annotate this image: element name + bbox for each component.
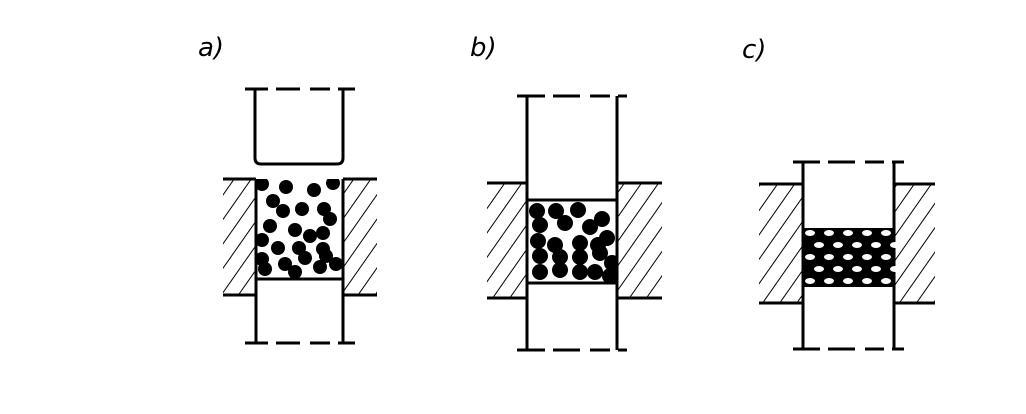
- powder-particle: [313, 260, 327, 274]
- upper-punch: [253, 89, 345, 166]
- die-edges: [223, 177, 377, 297]
- pore: [852, 242, 862, 248]
- pore: [824, 230, 834, 236]
- powder-particle: [547, 237, 563, 253]
- pore: [862, 278, 872, 284]
- powder-particle: [582, 219, 598, 235]
- powder-particle: [266, 194, 280, 208]
- powder-particle: [307, 183, 321, 197]
- powder-particle: [529, 203, 545, 219]
- powder-particle: [552, 262, 568, 278]
- powder-particle: [548, 203, 564, 219]
- die-right-hatch: [617, 183, 662, 298]
- die-right-hatch: [343, 179, 377, 295]
- pore: [843, 254, 853, 260]
- pore: [814, 242, 824, 248]
- powder-particle: [592, 245, 608, 261]
- panel-label-b: b): [470, 33, 497, 63]
- powder-particle: [532, 217, 548, 233]
- pore: [881, 254, 891, 260]
- panel-label-a: a): [198, 33, 224, 63]
- panel-a: [223, 87, 377, 345]
- pore: [833, 266, 843, 272]
- pore: [862, 230, 872, 236]
- powder-particle: [552, 249, 568, 265]
- powder-particle: [288, 223, 302, 237]
- powder-particle: [329, 257, 343, 271]
- powder-particle: [587, 264, 603, 280]
- pore: [890, 266, 900, 272]
- powder-particle: [530, 233, 546, 249]
- pore: [814, 266, 824, 272]
- powder-particle: [572, 249, 588, 265]
- powder-particles-packed: [529, 202, 617, 283]
- powder-particle: [256, 233, 269, 247]
- powder-particle: [602, 268, 617, 283]
- powder-particle: [572, 264, 588, 280]
- die-left-hatch: [487, 183, 527, 298]
- compact-pores: [805, 230, 900, 284]
- die-edges: [487, 181, 662, 300]
- pore: [862, 254, 872, 260]
- powder-particle: [594, 211, 610, 227]
- powder-particle: [258, 262, 272, 276]
- pore: [881, 278, 891, 284]
- pore: [881, 230, 891, 236]
- die-right-hatch: [894, 184, 935, 303]
- powder-particle: [557, 215, 573, 231]
- powder-particle: [326, 179, 340, 190]
- powder-particle: [323, 212, 337, 226]
- die-left-hatch: [759, 184, 803, 303]
- powder-particles-loose: [256, 179, 343, 279]
- panel-b: [487, 94, 662, 352]
- powder-particle: [256, 179, 269, 191]
- powder-particle: [316, 226, 330, 240]
- punches-and-cavity: [525, 96, 619, 350]
- pore: [871, 242, 881, 248]
- pore: [824, 278, 834, 284]
- pore: [890, 242, 900, 248]
- pore: [843, 278, 853, 284]
- powder-particle: [279, 180, 293, 194]
- pore: [843, 230, 853, 236]
- pore: [824, 254, 834, 260]
- powder-particle: [271, 241, 285, 255]
- powder-particle: [263, 219, 277, 233]
- pore: [871, 266, 881, 272]
- powder-particle: [604, 255, 617, 271]
- panel-label-c: c): [742, 35, 766, 65]
- powder-particle: [278, 257, 292, 271]
- die-left-hatch: [223, 179, 256, 295]
- powder-particle: [532, 264, 548, 280]
- pore: [805, 230, 815, 236]
- pore: [805, 278, 815, 284]
- pore: [852, 266, 862, 272]
- powder-particle: [295, 202, 309, 216]
- powder-particle: [570, 202, 586, 218]
- powder-particle: [303, 229, 317, 243]
- die-edges: [759, 182, 935, 305]
- panel-c: [759, 160, 935, 351]
- pore: [833, 242, 843, 248]
- powder-particle: [572, 235, 588, 251]
- pore: [805, 254, 815, 260]
- powder-particle: [288, 265, 302, 279]
- powder-particle: [298, 251, 312, 265]
- powder-particle: [319, 249, 333, 263]
- powder-particle: [532, 248, 548, 264]
- powder-particle: [276, 204, 290, 218]
